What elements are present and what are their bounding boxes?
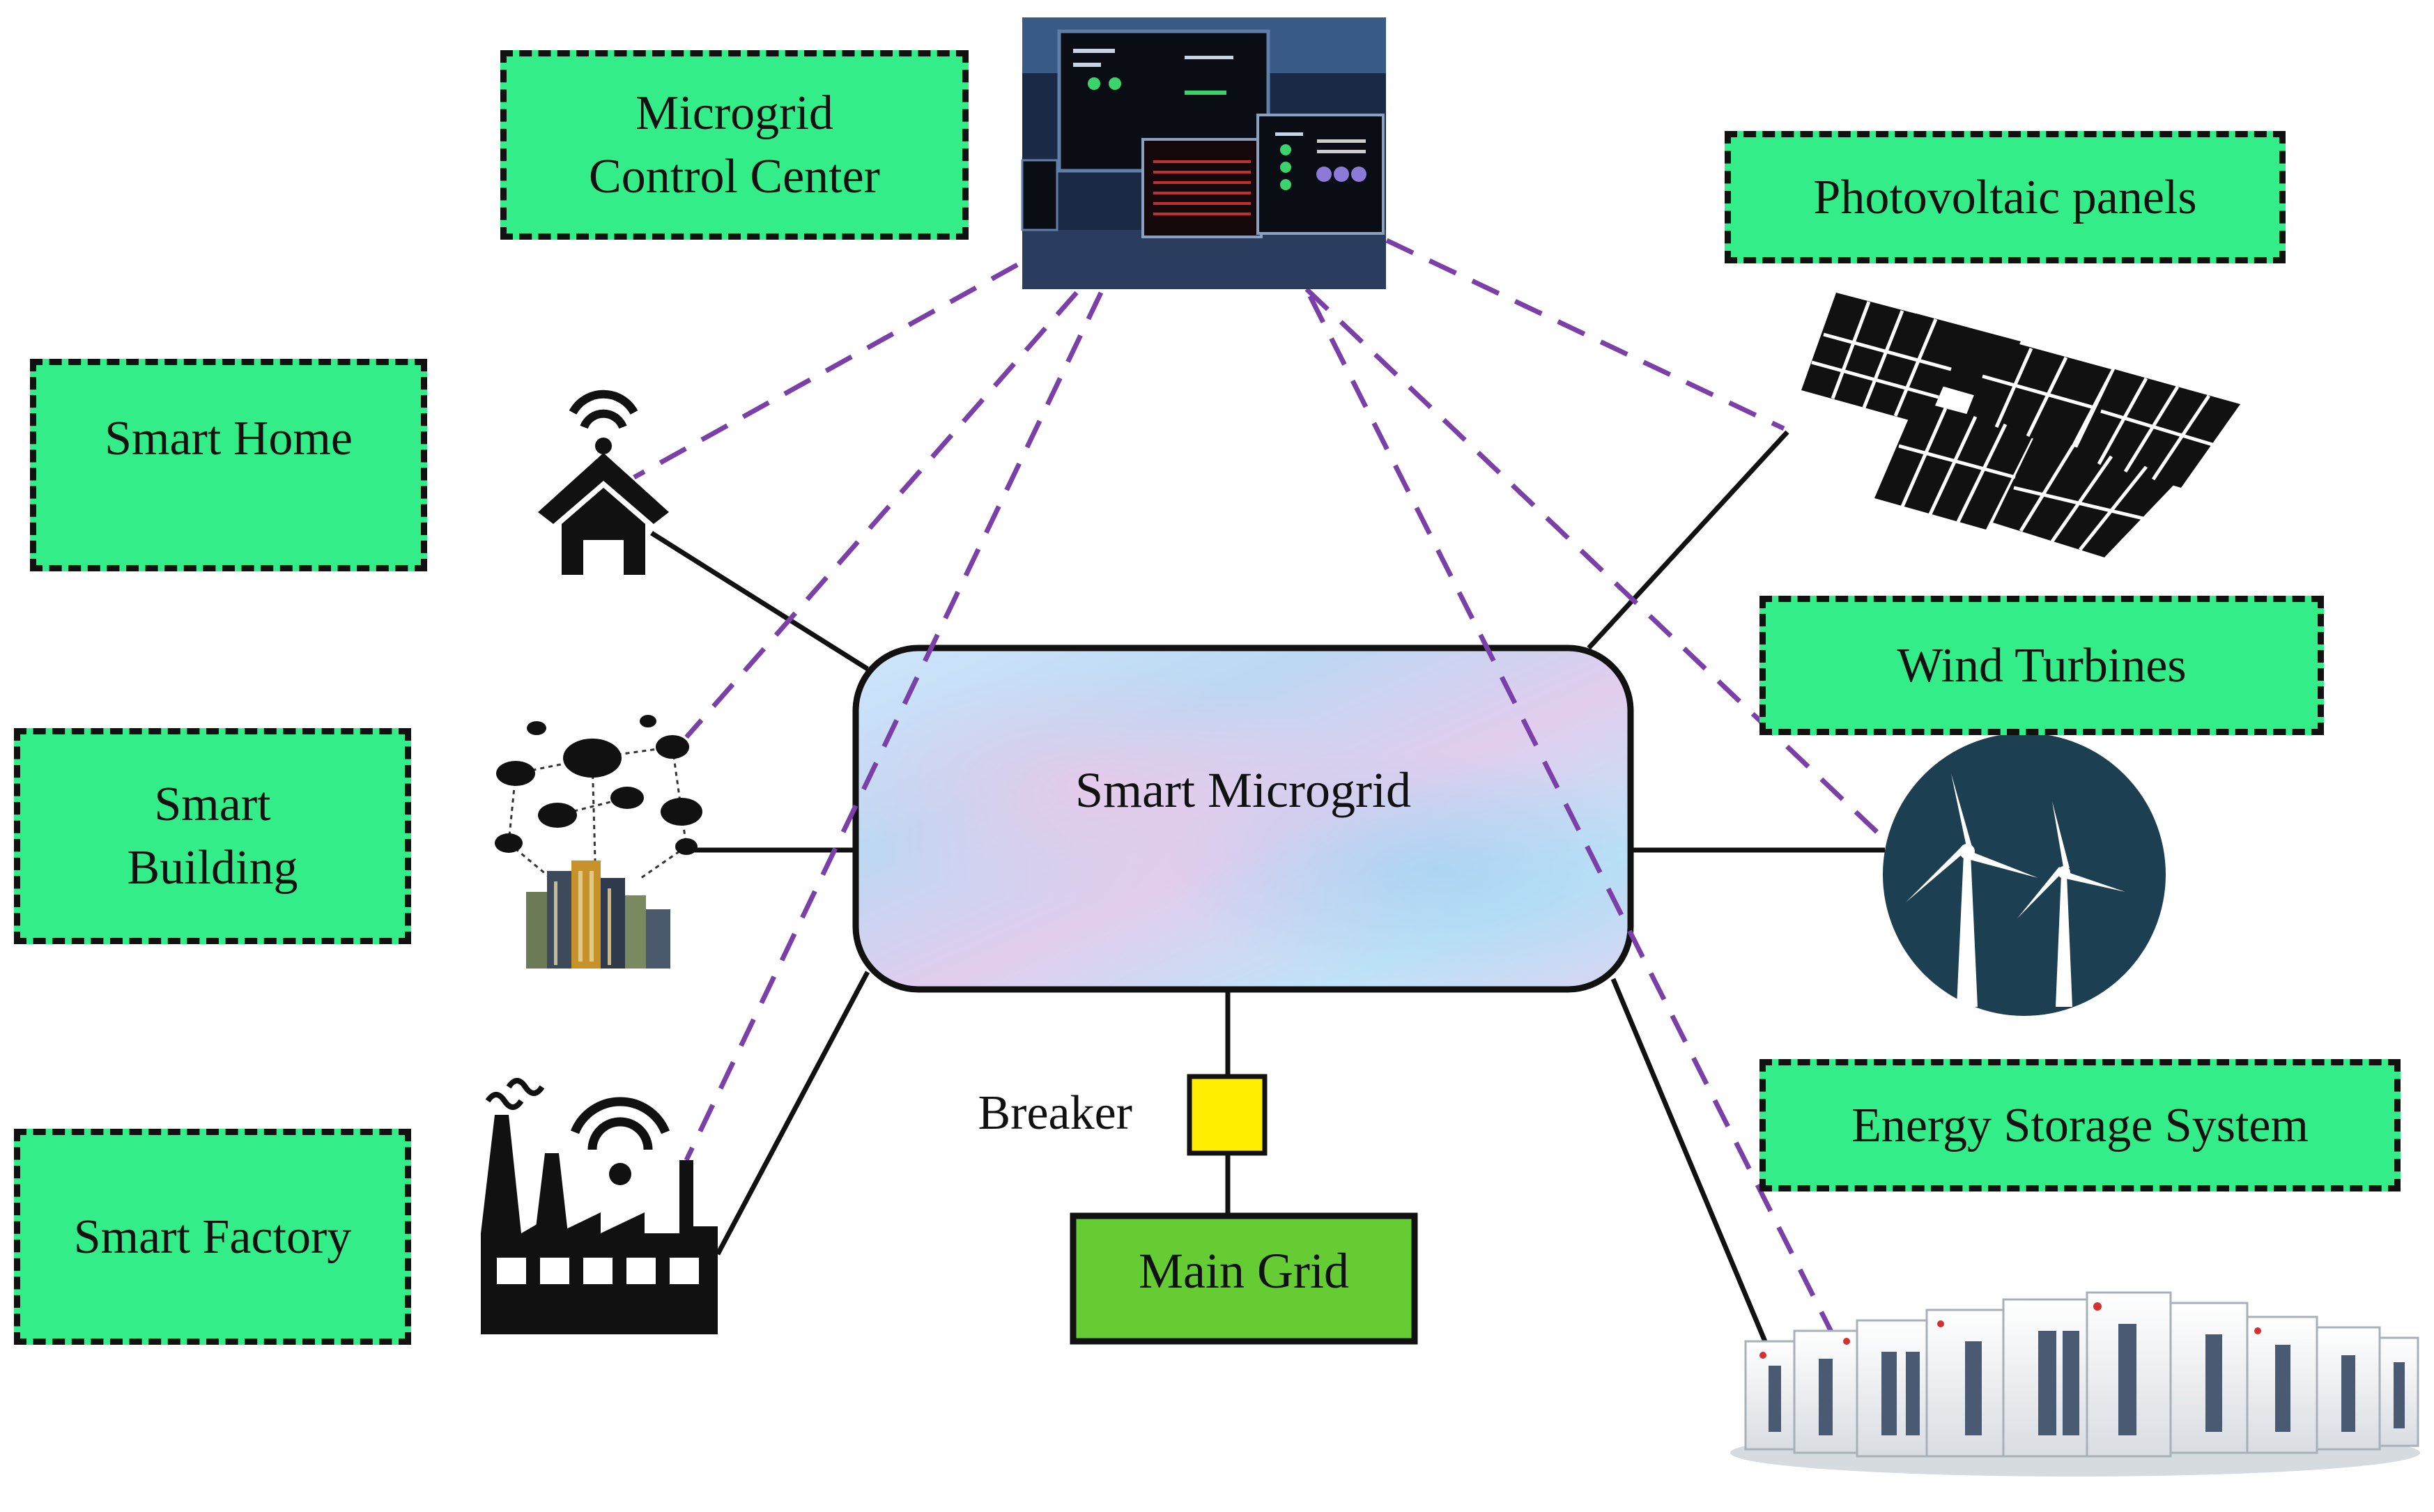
power-links (650, 430, 1885, 1346)
energy-storage-label-box: Energy Storage System (1759, 1059, 2401, 1191)
photovoltaic-label: Photovoltaic panels (1813, 170, 2197, 224)
control-room-monitors-image (1021, 17, 1386, 289)
smart-factory-label: Smart Factory (73, 1210, 352, 1264)
power-link-smart-factory (715, 971, 870, 1256)
smart-building-label-box: Smart Building (14, 728, 411, 944)
breaker-label: Breaker (978, 1086, 1132, 1140)
solar-panels-icon (1801, 293, 2240, 557)
smart-factory-label-box: Smart Factory (14, 1129, 411, 1345)
comm-link-smart-factory (684, 291, 1104, 1162)
communication-links (633, 238, 1887, 1350)
comm-link-smart-building (684, 291, 1079, 739)
breaker-switch (1187, 1074, 1268, 1156)
comm-link-smart-home (633, 262, 1019, 480)
main-grid-box: Main Grid (1070, 1212, 1418, 1345)
energy-storage-label: Energy Storage System (1851, 1098, 2309, 1152)
smart-microgrid-hub: Smart Microgrid (852, 645, 1634, 993)
wind-turbines-icon (1883, 733, 2166, 1016)
smart-building-label: Smart Building (127, 778, 298, 895)
smart-home-label: Smart Home (105, 412, 353, 465)
power-link-smart-home (650, 531, 869, 671)
wifi-factory-icon (481, 1078, 718, 1334)
main-grid-label: Main Grid (1139, 1243, 1349, 1299)
control-center-label-box: Microgrid Control Center (500, 50, 969, 240)
comm-link-wind-turbines (1304, 287, 1887, 842)
control-center-label: Microgrid Control Center (589, 86, 880, 203)
photovoltaic-label-box: Photovoltaic panels (1725, 131, 2286, 263)
comm-link-energy-storage (1307, 295, 1842, 1350)
smart-home-label-box: Smart Home (30, 359, 427, 571)
hub-label: Smart Microgrid (1075, 762, 1411, 818)
comm-link-photovoltaic (1385, 238, 1785, 431)
power-link-photovoltaic (1587, 430, 1789, 650)
wind-turbines-label: Wind Turbines (1897, 638, 2187, 693)
power-link-energy-storage (1610, 978, 1769, 1346)
cloud-network-city-icon (495, 715, 702, 969)
battery-container-icon (1730, 1291, 2420, 1476)
wifi-house-icon (538, 389, 669, 575)
wind-turbines-label-box: Wind Turbines (1759, 596, 2324, 735)
